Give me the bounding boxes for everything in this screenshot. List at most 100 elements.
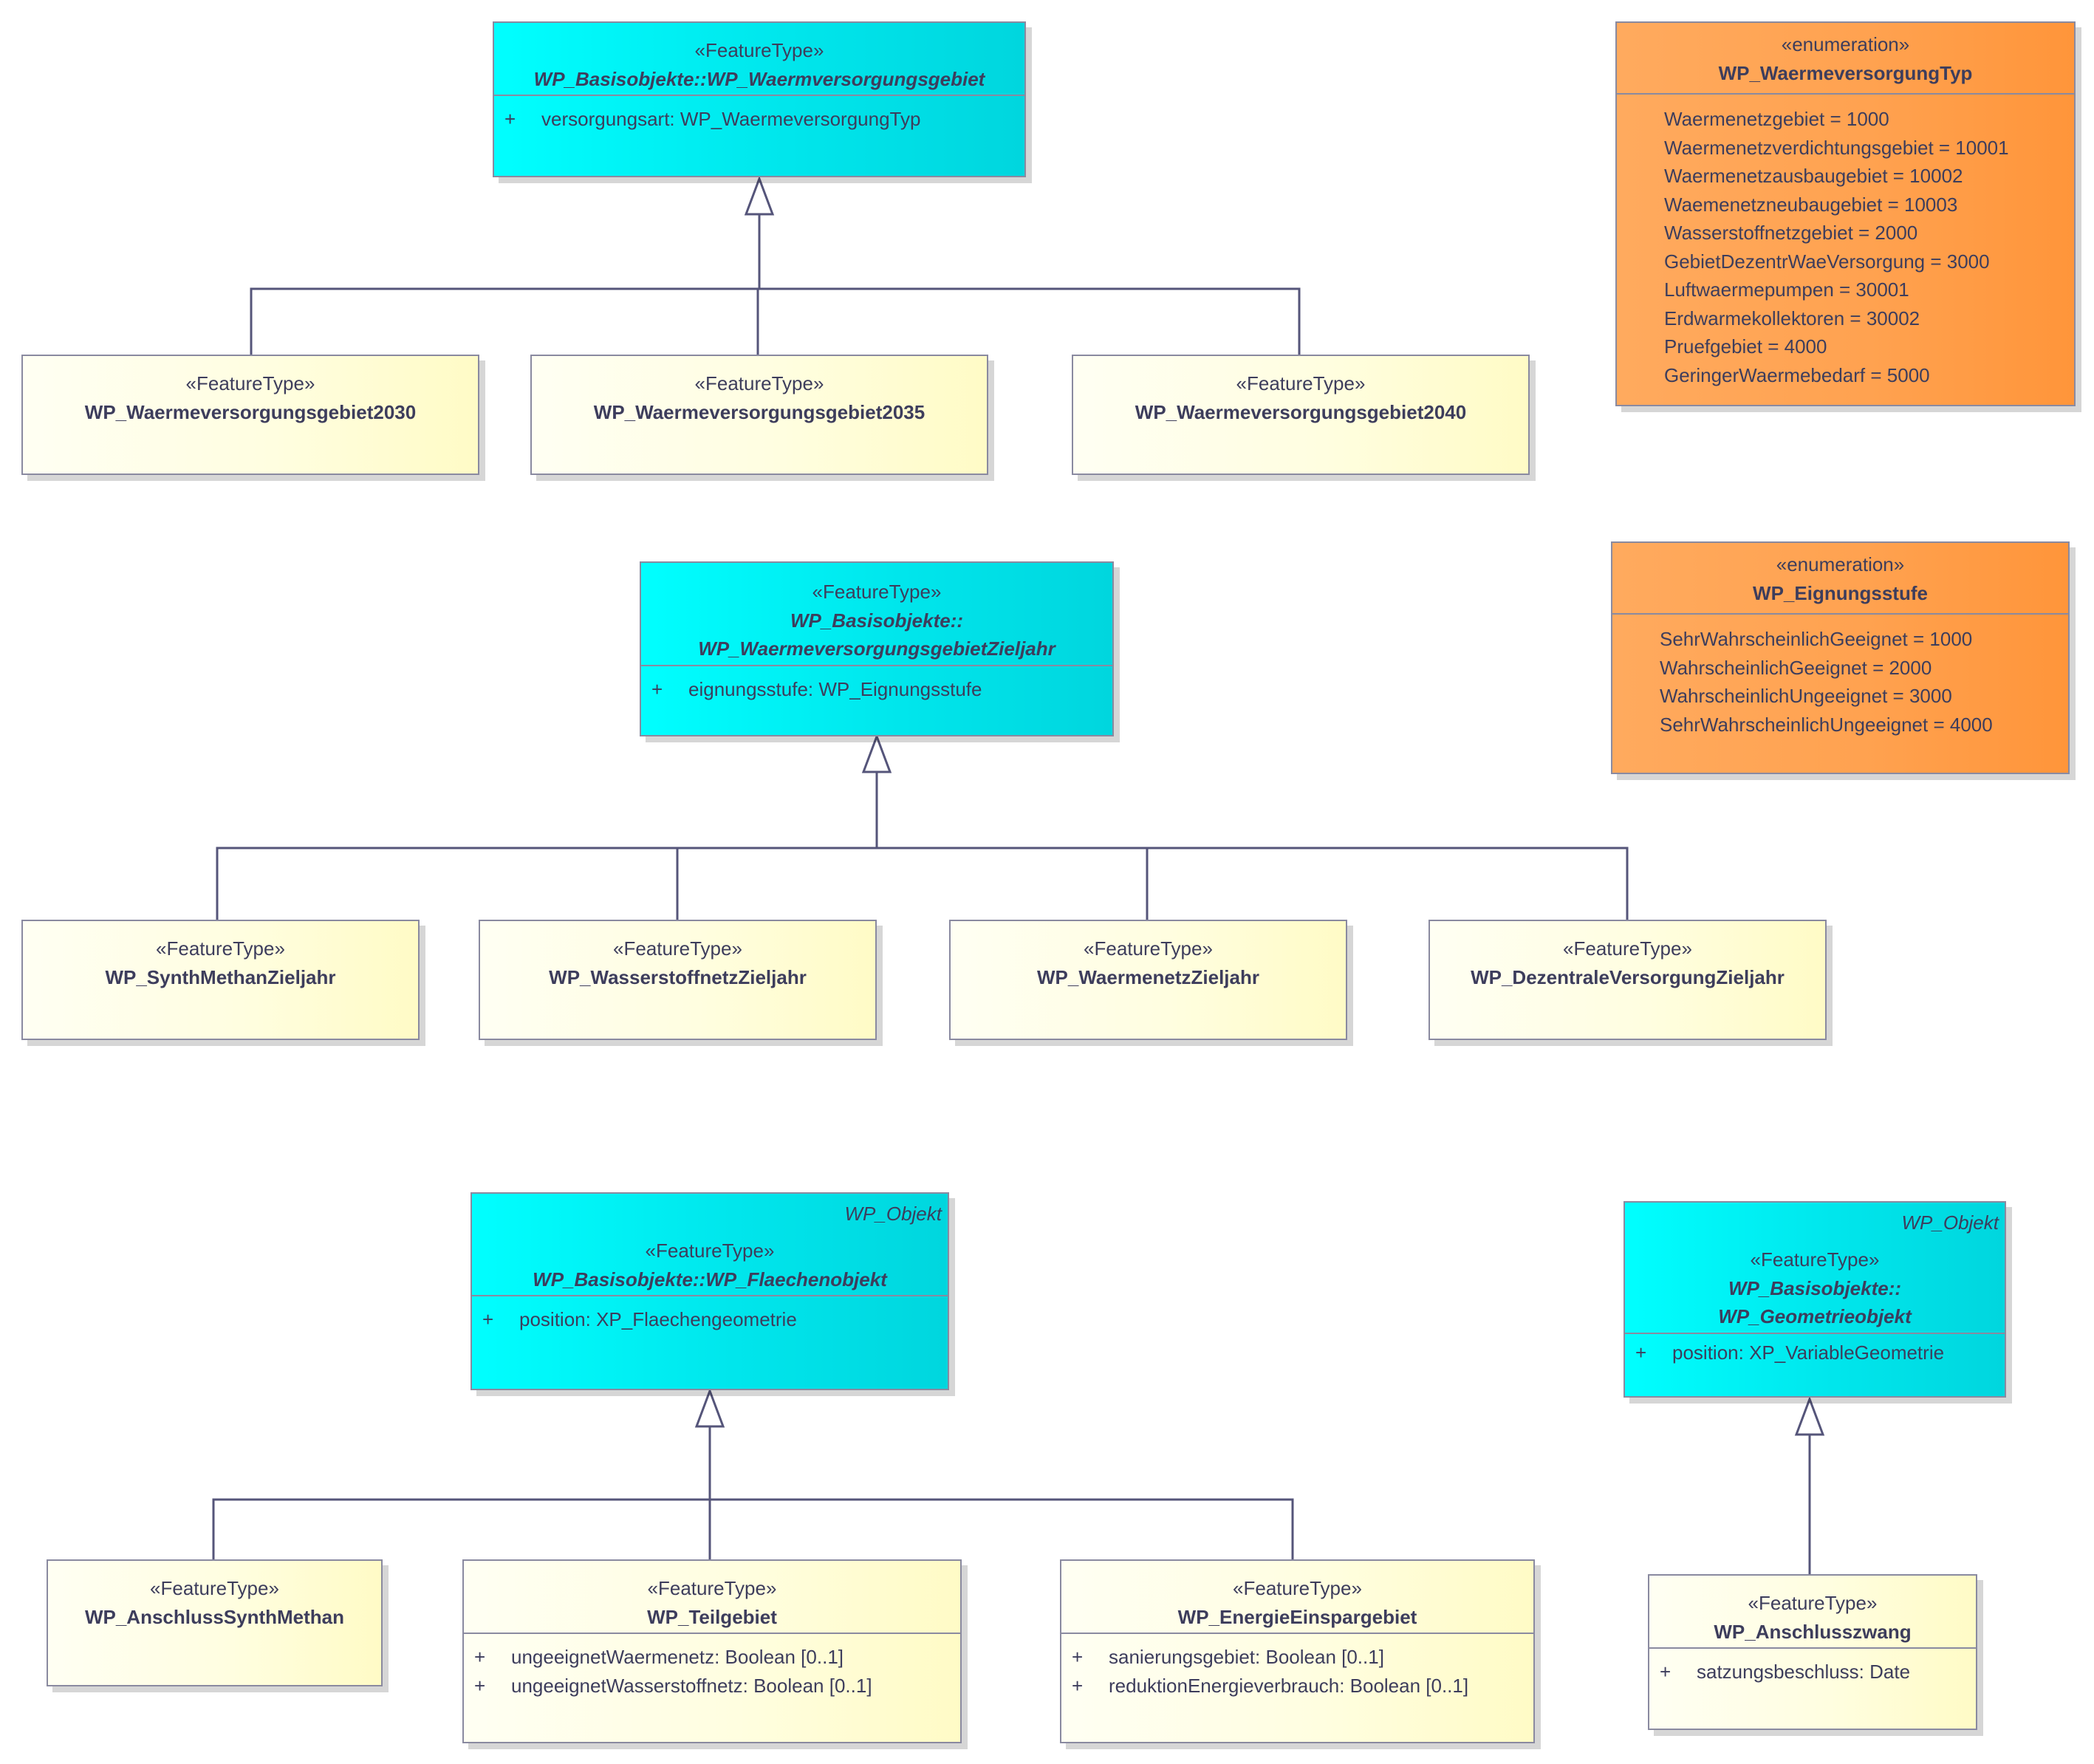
enum-literal[interactable]: Erdwarmekollektoren = 30002 <box>1664 307 1920 329</box>
attribute-row[interactable]: +position: XP_Flaechengeometrie <box>482 1308 797 1330</box>
attribute-row[interactable]: +ungeeignetWasserstoffnetz: Boolean [0..… <box>474 1674 872 1697</box>
class-anschlusssynthmethan[interactable]: «FeatureType» WP_AnschlussSynthMethan <box>47 1559 383 1686</box>
enum-literal[interactable]: Waermenetzausbaugebiet = 10002 <box>1664 165 1963 187</box>
class-header: «FeatureType» WP_WasserstoffnetzZieljahr <box>480 921 875 991</box>
attribute-row[interactable]: +position: XP_VariableGeometrie <box>1635 1341 1945 1364</box>
attribute-section: +position: XP_Flaechengeometrie <box>472 1295 948 1343</box>
attribute-section: +sanierungsgebiet: Boolean [0..1] +reduk… <box>1061 1633 1533 1709</box>
class-synthmethanzieljahr[interactable]: «FeatureType» WP_SynthMethanZieljahr <box>21 920 420 1040</box>
class-header: «FeatureType» WP_DezentraleVersorgungZie… <box>1430 921 1825 991</box>
attribute-row[interactable]: +eignungsstufe: WP_Eignungsstufe <box>651 677 982 700</box>
class-header: «FeatureType» WP_Waermeversorgungsgebiet… <box>532 356 987 426</box>
class-name: WP_DezentraleVersorgungZieljahr <box>1471 965 1785 988</box>
class-header: «FeatureType» WP_Waermeversorgungsgebiet… <box>23 356 478 426</box>
stereotype-label: «FeatureType» <box>694 372 824 394</box>
class-flaechenobjekt[interactable]: WP_Objekt «FeatureType» WP_Basisobjekte:… <box>471 1192 949 1390</box>
attribute-section: +position: XP_VariableGeometrie <box>1625 1332 2005 1376</box>
stereotype-label: «FeatureType» <box>812 581 942 603</box>
stereotype-label: «enumeration» <box>1776 553 1905 575</box>
enum-literal[interactable]: Waermenetzverdichtungsgebiet = 10001 <box>1664 136 2009 159</box>
stereotype-label: «FeatureType» <box>1084 937 1213 960</box>
attribute-section: +satzungsbeschluss: Date <box>1649 1647 1976 1695</box>
class-wasserstoffnetzzieljahr[interactable]: «FeatureType» WP_WasserstoffnetzZieljahr <box>479 920 877 1040</box>
enum-waermeversorgungtyp[interactable]: «enumeration» WP_WaermeversorgungTyp Wae… <box>1615 21 2076 406</box>
attribute-row[interactable]: +ungeeignetWaermenetz: Boolean [0..1] <box>474 1646 844 1668</box>
enum-header: «enumeration» WP_WaermeversorgungTyp <box>1617 23 2074 93</box>
enum-literal[interactable]: SehrWahrscheinlichUngeeignet = 4000 <box>1660 713 1993 736</box>
class-name: WP_Basisobjekte::WP_Flaechenobjekt <box>533 1268 887 1290</box>
class-waermeversorgungsgebiet2035[interactable]: «FeatureType» WP_Waermeversorgungsgebiet… <box>530 355 988 475</box>
literal-section: SehrWahrscheinlichGeeignet = 1000 Wahrsc… <box>1612 613 2068 748</box>
generalization-dezentral <box>877 847 1629 920</box>
enum-literal[interactable]: Luftwaermepumpen = 30001 <box>1664 278 1909 301</box>
enum-literal[interactable]: Pruefgebiet = 4000 <box>1664 335 1827 358</box>
class-header: «FeatureType» WP_Basisobjekte:: WP_Waerm… <box>641 563 1112 665</box>
enum-name: WP_WaermeversorgungTyp <box>1718 61 1973 84</box>
attribute-row[interactable]: +reduktionEnergieverbrauch: Boolean [0..… <box>1072 1674 1469 1697</box>
attribute-section: +ungeeignetWaermenetz: Boolean [0..1] +u… <box>464 1633 960 1709</box>
class-name: WP_EnergieEinspargebiet <box>1177 1605 1417 1628</box>
attribute-row[interactable]: +satzungsbeschluss: Date <box>1660 1661 1911 1683</box>
class-waermeversorgungsgebiet2040[interactable]: «FeatureType» WP_Waermeversorgungsgebiet… <box>1072 355 1530 475</box>
attribute-section: +versorgungsart: WP_WaermeversorgungTyp <box>494 95 1024 143</box>
generalization-arrowhead <box>861 733 892 773</box>
enum-literal[interactable]: SehrWahrscheinlichGeeignet = 1000 <box>1660 628 1973 650</box>
class-waermenetzzieljahr[interactable]: «FeatureType» WP_WaermenetzZieljahr <box>949 920 1347 1040</box>
class-header: «FeatureType» WP_Waermeversorgungsgebiet… <box>1073 356 1528 426</box>
stereotype-label: «FeatureType» <box>645 1240 775 1262</box>
enum-literal[interactable]: Waermenetzgebiet = 1000 <box>1664 108 1889 130</box>
stereotype-label: «FeatureType» <box>1748 1592 1878 1614</box>
attribute-row[interactable]: +sanierungsgebiet: Boolean [0..1] <box>1072 1646 1384 1668</box>
literal-section: Waermenetzgebiet = 1000 Waermenetzverdic… <box>1617 93 2074 398</box>
class-name-line1: WP_Basisobjekte:: <box>1728 1276 1902 1299</box>
class-header: «FeatureType» WP_Teilgebiet <box>464 1561 960 1633</box>
stereotype-label: «FeatureType» <box>150 1577 279 1599</box>
enum-literal[interactable]: GebietDezentrWaeVersorgung = 3000 <box>1664 250 1990 273</box>
attribute-row[interactable]: +versorgungsart: WP_WaermeversorgungTyp <box>504 108 921 130</box>
generalization-energie <box>710 1498 1294 1559</box>
class-name: WP_SynthMethanZieljahr <box>105 965 336 988</box>
stereotype-label: «FeatureType» <box>1236 372 1366 394</box>
stereotype-label: «FeatureType» <box>1233 1577 1362 1599</box>
class-name: WP_Teilgebiet <box>647 1605 777 1628</box>
stereotype-label: «FeatureType» <box>1750 1248 1880 1271</box>
class-teilgebiet[interactable]: «FeatureType» WP_Teilgebiet +ungeeignetW… <box>462 1559 962 1743</box>
class-waermversorgungsgebiet[interactable]: «FeatureType» WP_Basisobjekte::WP_Waermv… <box>493 21 1026 177</box>
stereotype-label: «FeatureType» <box>647 1577 777 1599</box>
class-waermeversorgungsgebietzieljahr[interactable]: «FeatureType» WP_Basisobjekte:: WP_Waerm… <box>640 561 1114 736</box>
class-name: WP_AnschlussSynthMethan <box>84 1605 345 1628</box>
stereotype-label: «FeatureType» <box>185 372 315 394</box>
class-dezentraleversorgungzieljahr[interactable]: «FeatureType» WP_DezentraleVersorgungZie… <box>1428 920 1827 1040</box>
class-anschlusszwang[interactable]: «FeatureType» WP_Anschlusszwang +satzung… <box>1648 1574 1977 1730</box>
class-name: WP_Waermeversorgungsgebiet2040 <box>1135 400 1467 423</box>
generalization-anschlusssynth <box>212 1426 711 1559</box>
class-name: WP_Anschlusszwang <box>1714 1620 1912 1643</box>
class-name-line2: WP_WaermeversorgungsgebietZieljahr <box>698 637 1055 660</box>
attribute-section: +eignungsstufe: WP_Eignungsstufe <box>641 664 1112 713</box>
enum-literal[interactable]: WahrscheinlichUngeeignet = 3000 <box>1660 685 1952 707</box>
class-header: «FeatureType» WP_SynthMethanZieljahr <box>23 921 418 991</box>
enum-literal[interactable]: Waemenetzneubaugebiet = 10003 <box>1664 193 1958 216</box>
enum-literal[interactable]: GeringerWaermebedarf = 5000 <box>1664 363 1930 386</box>
generalization-synthmethan <box>216 772 878 920</box>
class-header: WP_Objekt «FeatureType» WP_Basisobjekte:… <box>472 1194 948 1295</box>
enum-name: WP_Eignungsstufe <box>1753 581 1928 604</box>
stereotype-label: «FeatureType» <box>613 937 742 960</box>
class-name: WP_Waermeversorgungsgebiet2035 <box>593 400 925 423</box>
generalization-arrowhead <box>744 175 775 216</box>
class-geometrieobjekt[interactable]: WP_Objekt «FeatureType» WP_Basisobjekte:… <box>1623 1201 2006 1398</box>
class-header: «FeatureType» WP_AnschlussSynthMethan <box>48 1561 381 1631</box>
class-energieeinspargebiet[interactable]: «FeatureType» WP_EnergieEinspargebiet +s… <box>1060 1559 1535 1743</box>
class-name: WP_Basisobjekte::WP_Waermversorgungsgebi… <box>533 67 985 90</box>
class-waermeversorgungsgebiet2030[interactable]: «FeatureType» WP_Waermeversorgungsgebiet… <box>21 355 479 475</box>
parent-class-label: WP_Objekt <box>1901 1211 1999 1234</box>
enum-eignungsstufe[interactable]: «enumeration» WP_Eignungsstufe SehrWahrs… <box>1611 541 2070 774</box>
stereotype-label: «FeatureType» <box>694 39 824 61</box>
parent-class-label: WP_Objekt <box>844 1203 942 1225</box>
enum-literal[interactable]: WahrscheinlichGeeignet = 2000 <box>1660 656 1932 679</box>
class-name-line1: WP_Basisobjekte:: <box>790 609 964 632</box>
class-header: WP_Objekt «FeatureType» WP_Basisobjekte:… <box>1625 1203 2005 1333</box>
class-name: WP_WasserstoffnetzZieljahr <box>549 965 807 988</box>
enum-literal[interactable]: Wasserstoffnetzgebiet = 2000 <box>1664 222 1918 244</box>
